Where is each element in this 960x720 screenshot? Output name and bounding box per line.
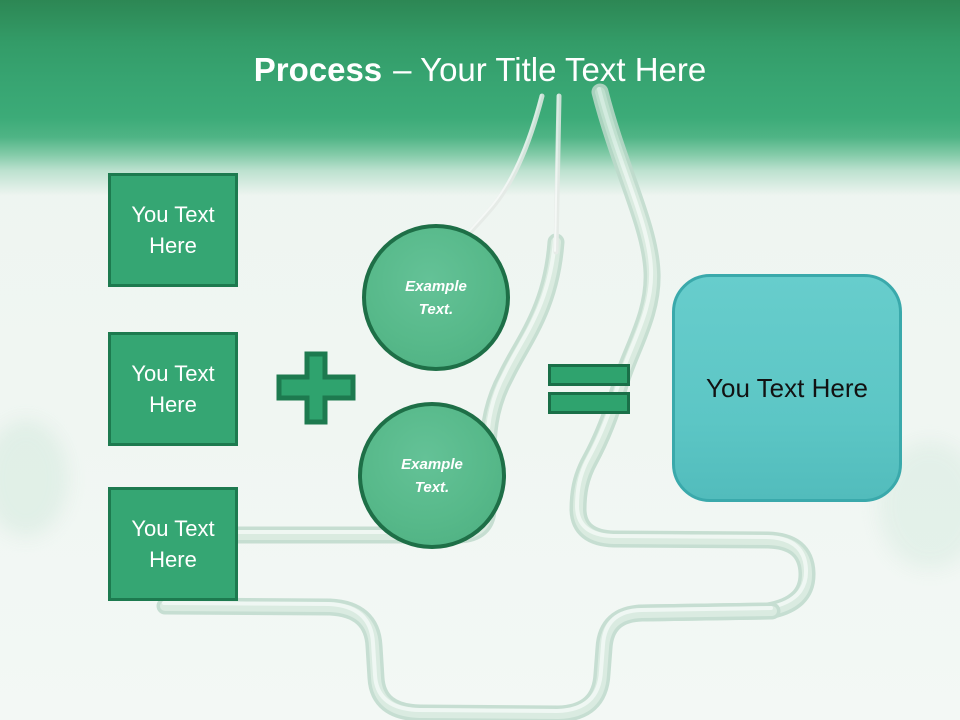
equals-top-bar: [548, 364, 630, 386]
example-circle-2[interactable]: Example Text.: [358, 402, 506, 549]
plus-icon: [276, 351, 356, 425]
example-circle-2-label: Example Text.: [401, 455, 463, 496]
header-band: [0, 0, 960, 196]
example-circle-1[interactable]: Example Text.: [362, 224, 510, 371]
result-box-label: You Text Here: [706, 372, 868, 403]
slide-title[interactable]: Process – Your Title Text Here: [0, 50, 960, 90]
input-box-1-label: You Text Here: [131, 202, 215, 258]
example-circle-1-label: Example Text.: [405, 277, 467, 318]
equals-bottom-bar: [548, 392, 630, 414]
input-box-2[interactable]: You Text Here: [108, 332, 238, 446]
input-box-1[interactable]: You Text Here: [108, 173, 238, 287]
input-box-3[interactable]: You Text Here: [108, 487, 238, 601]
input-box-2-label: You Text Here: [131, 361, 215, 417]
title-keyword: Process: [253, 51, 383, 88]
equals-icon: [548, 364, 630, 414]
title-text: – Your Title Text Here: [393, 51, 707, 88]
input-box-3-label: You Text Here: [131, 516, 215, 572]
result-box[interactable]: You Text Here: [672, 274, 902, 502]
